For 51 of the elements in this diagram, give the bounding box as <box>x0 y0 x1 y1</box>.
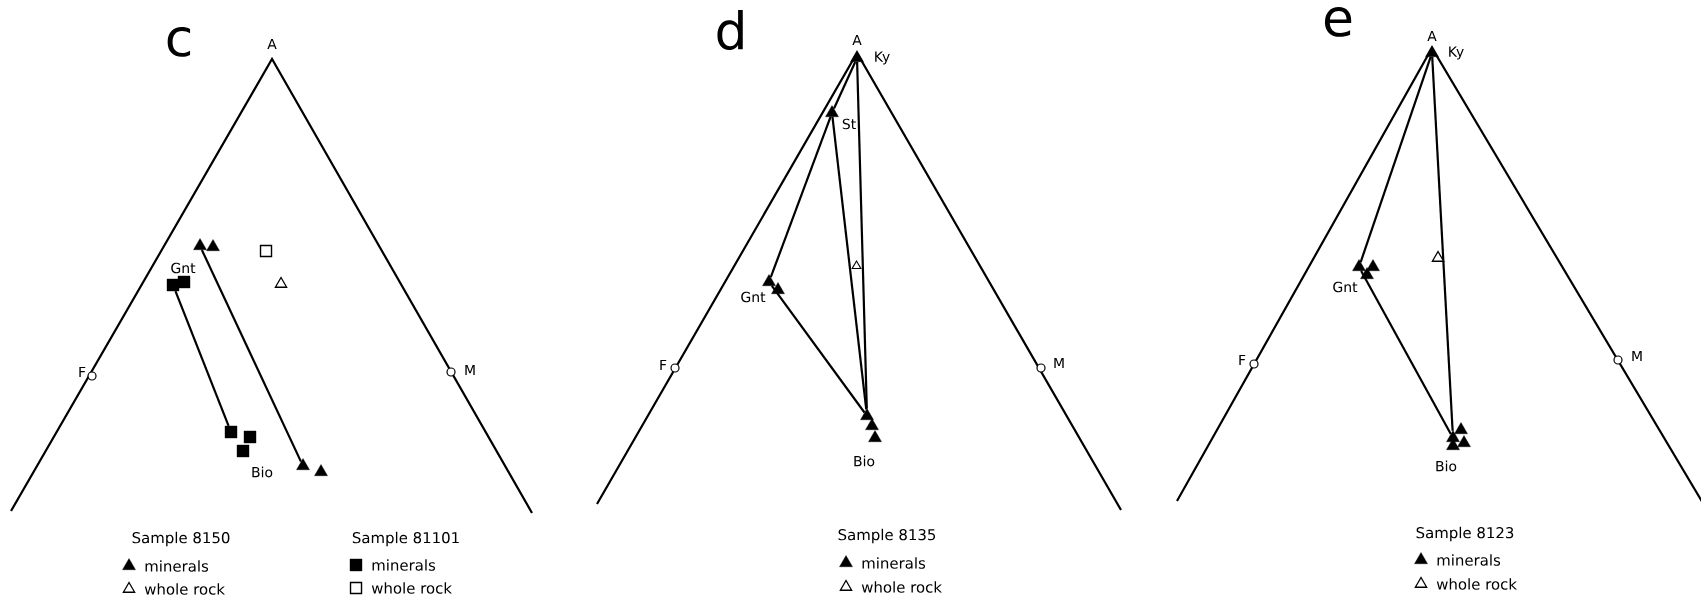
legend-text: minerals <box>145 560 209 572</box>
vertex-label: A <box>267 38 277 50</box>
vertex-label: F <box>1239 354 1246 366</box>
triangle-marker <box>860 408 882 442</box>
legend-text: minerals <box>1437 554 1501 566</box>
sample-heading: Sample 81101 <box>352 531 459 547</box>
triangle-marker <box>296 458 328 476</box>
legend-text: whole rock <box>144 583 225 595</box>
triangle-marker <box>825 105 839 117</box>
triangle-marker <box>1446 422 1471 450</box>
point-label: Ky <box>1449 46 1464 60</box>
panel-letter: d <box>717 9 743 51</box>
legend-text: minerals <box>862 557 926 569</box>
point-label: Bio <box>252 466 273 478</box>
point-label: Gnt <box>1333 281 1358 293</box>
tie-line <box>769 116 832 278</box>
sample-heading: Sample 8135 <box>838 528 936 544</box>
point-label: Bio <box>1436 460 1457 472</box>
point-label: Gnt <box>741 291 766 303</box>
sample-heading: Sample 8150 <box>132 531 230 547</box>
point-label: Gnt <box>171 262 196 274</box>
sample-heading: Sample 8123 <box>1416 526 1514 542</box>
point-label: St <box>842 118 856 130</box>
tie-line <box>1359 56 1432 263</box>
square-marker <box>224 425 257 458</box>
legend-text: minerals <box>372 559 436 571</box>
vertex-label: M <box>1632 350 1642 362</box>
tie-line <box>833 61 857 110</box>
vertex-label: F <box>79 366 86 378</box>
vertex-label: M <box>465 364 475 376</box>
tie-line <box>856 61 868 409</box>
tie-line <box>831 116 868 410</box>
legend-text: whole rock <box>1436 578 1517 590</box>
tie-line <box>174 290 230 427</box>
triangle-marker <box>193 238 220 251</box>
triangle-marker <box>850 50 864 62</box>
panel-letter: e <box>1324 7 1352 37</box>
triangle-marker <box>1352 259 1380 279</box>
legend-text: whole rock <box>371 582 452 594</box>
point-label: Bio <box>854 455 875 467</box>
tie-line <box>1431 56 1454 431</box>
vertex-label: M <box>1054 357 1064 369</box>
tie-line <box>200 249 302 463</box>
vertex-label: F <box>660 359 667 371</box>
triangle-marker <box>1425 45 1439 57</box>
square-marker <box>166 275 191 292</box>
point-label: Ky <box>875 51 890 65</box>
legend-text: whole rock <box>861 581 942 593</box>
tie-line <box>1360 270 1452 435</box>
panel-letter: c <box>167 27 191 57</box>
tie-line <box>771 285 866 414</box>
